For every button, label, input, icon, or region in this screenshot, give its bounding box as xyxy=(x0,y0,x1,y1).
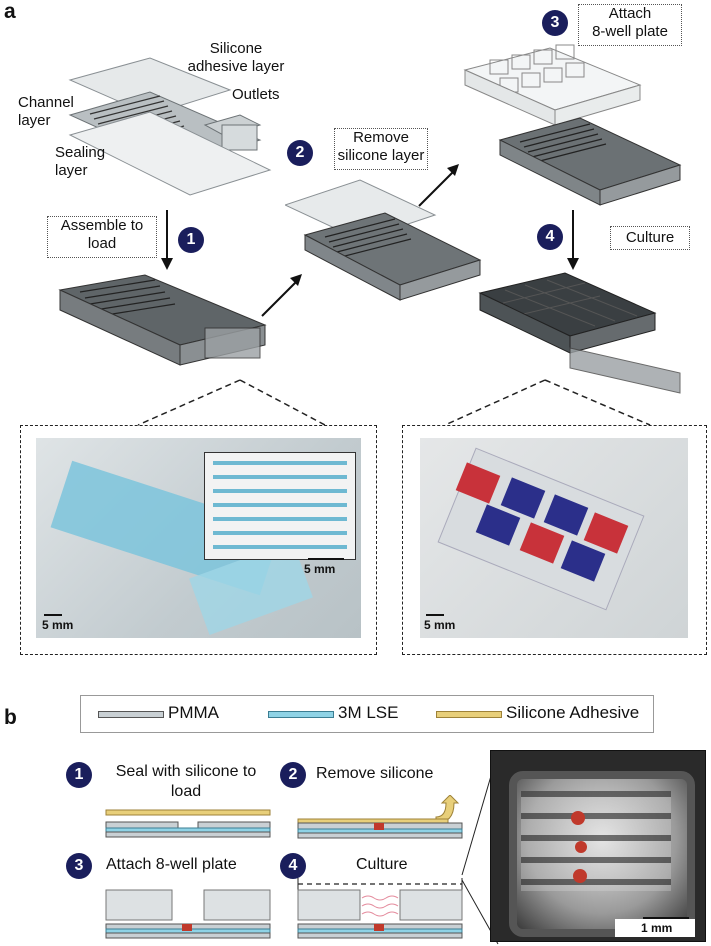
micrograph-scale: 1 mm xyxy=(641,921,673,935)
scale-bar-line xyxy=(426,614,444,616)
photo-connector-lines xyxy=(137,379,651,426)
step-2-caption: Remove silicone layer xyxy=(334,128,428,170)
device-photo-right: 5 mm xyxy=(420,438,688,638)
b-step-1-badge: 1 xyxy=(66,762,92,788)
arrow-diagonal-icon xyxy=(261,274,302,317)
b-step-4-badge: 4 xyxy=(280,853,306,879)
b-step-4-diagram xyxy=(297,878,463,939)
b-step-3-diagram xyxy=(105,889,271,939)
label-channel-layer: Channel layer xyxy=(18,94,74,129)
micrograph: 1 mm xyxy=(490,750,706,942)
device-silicone-removal-illustration xyxy=(285,179,482,301)
legend-swatch-lse xyxy=(268,711,334,718)
photo-frame-right xyxy=(402,425,707,655)
assembled-device-illustration xyxy=(58,274,267,366)
b-step-4-caption: Culture xyxy=(356,856,408,873)
photo-frame-left xyxy=(20,425,377,655)
scale-bar-inset: 5 mm xyxy=(304,562,336,576)
step-4-caption: Culture xyxy=(610,226,690,250)
b-step-2-badge: 2 xyxy=(280,762,306,788)
legend-label-silicone: Silicone Adhesive xyxy=(506,703,640,722)
b-step-2-diagram xyxy=(297,795,463,839)
panel-a-label: a xyxy=(4,0,16,23)
panel-b-label: b xyxy=(4,706,17,729)
device-photo-left: 5 mm 5 mm xyxy=(36,438,361,638)
scale-bar-main: 5 mm xyxy=(42,618,74,632)
scale-bar-line xyxy=(44,614,62,616)
b-step-1-caption: Seal with silicone to load xyxy=(115,763,257,800)
plate-attach-illustration xyxy=(463,44,682,206)
label-silicone-adhesive-layer: Silicone adhesive layer xyxy=(187,40,285,75)
step-1-badge: 1 xyxy=(178,227,204,253)
legend-swatch-pmma xyxy=(98,711,164,718)
legend-swatch-silicone xyxy=(436,711,502,718)
step-3-badge: 3 xyxy=(542,10,568,36)
legend xyxy=(80,695,654,733)
b-step-2-caption: Remove silicone xyxy=(316,765,434,782)
step-4-badge: 4 xyxy=(537,224,563,250)
legend-label-lse: 3M LSE xyxy=(338,703,399,722)
scale-bar-right: 5 mm xyxy=(424,618,456,632)
step-3-caption: Attach 8-well plate xyxy=(578,4,682,46)
label-sealing-layer: Sealing layer xyxy=(55,144,106,179)
culture-device-illustration xyxy=(478,272,681,394)
exploded-device-illustration xyxy=(68,57,272,196)
label-outlets: Outlets xyxy=(232,86,280,103)
b-step-1-diagram xyxy=(105,809,271,838)
channel-inset xyxy=(204,452,356,560)
step-2-badge: 2 xyxy=(287,140,313,166)
arrow-down-icon xyxy=(567,210,579,270)
b-step-3-caption: Attach 8-well plate xyxy=(106,856,237,873)
arrow-down-icon xyxy=(161,210,173,270)
scale-bar-line xyxy=(643,917,689,919)
scale-bar-line xyxy=(308,558,344,560)
b-step-3-badge: 3 xyxy=(66,853,92,879)
step-1-caption: Assemble to load xyxy=(47,216,157,258)
legend-label-pmma: PMMA xyxy=(168,703,219,722)
arrow-up-right-icon xyxy=(418,164,459,207)
